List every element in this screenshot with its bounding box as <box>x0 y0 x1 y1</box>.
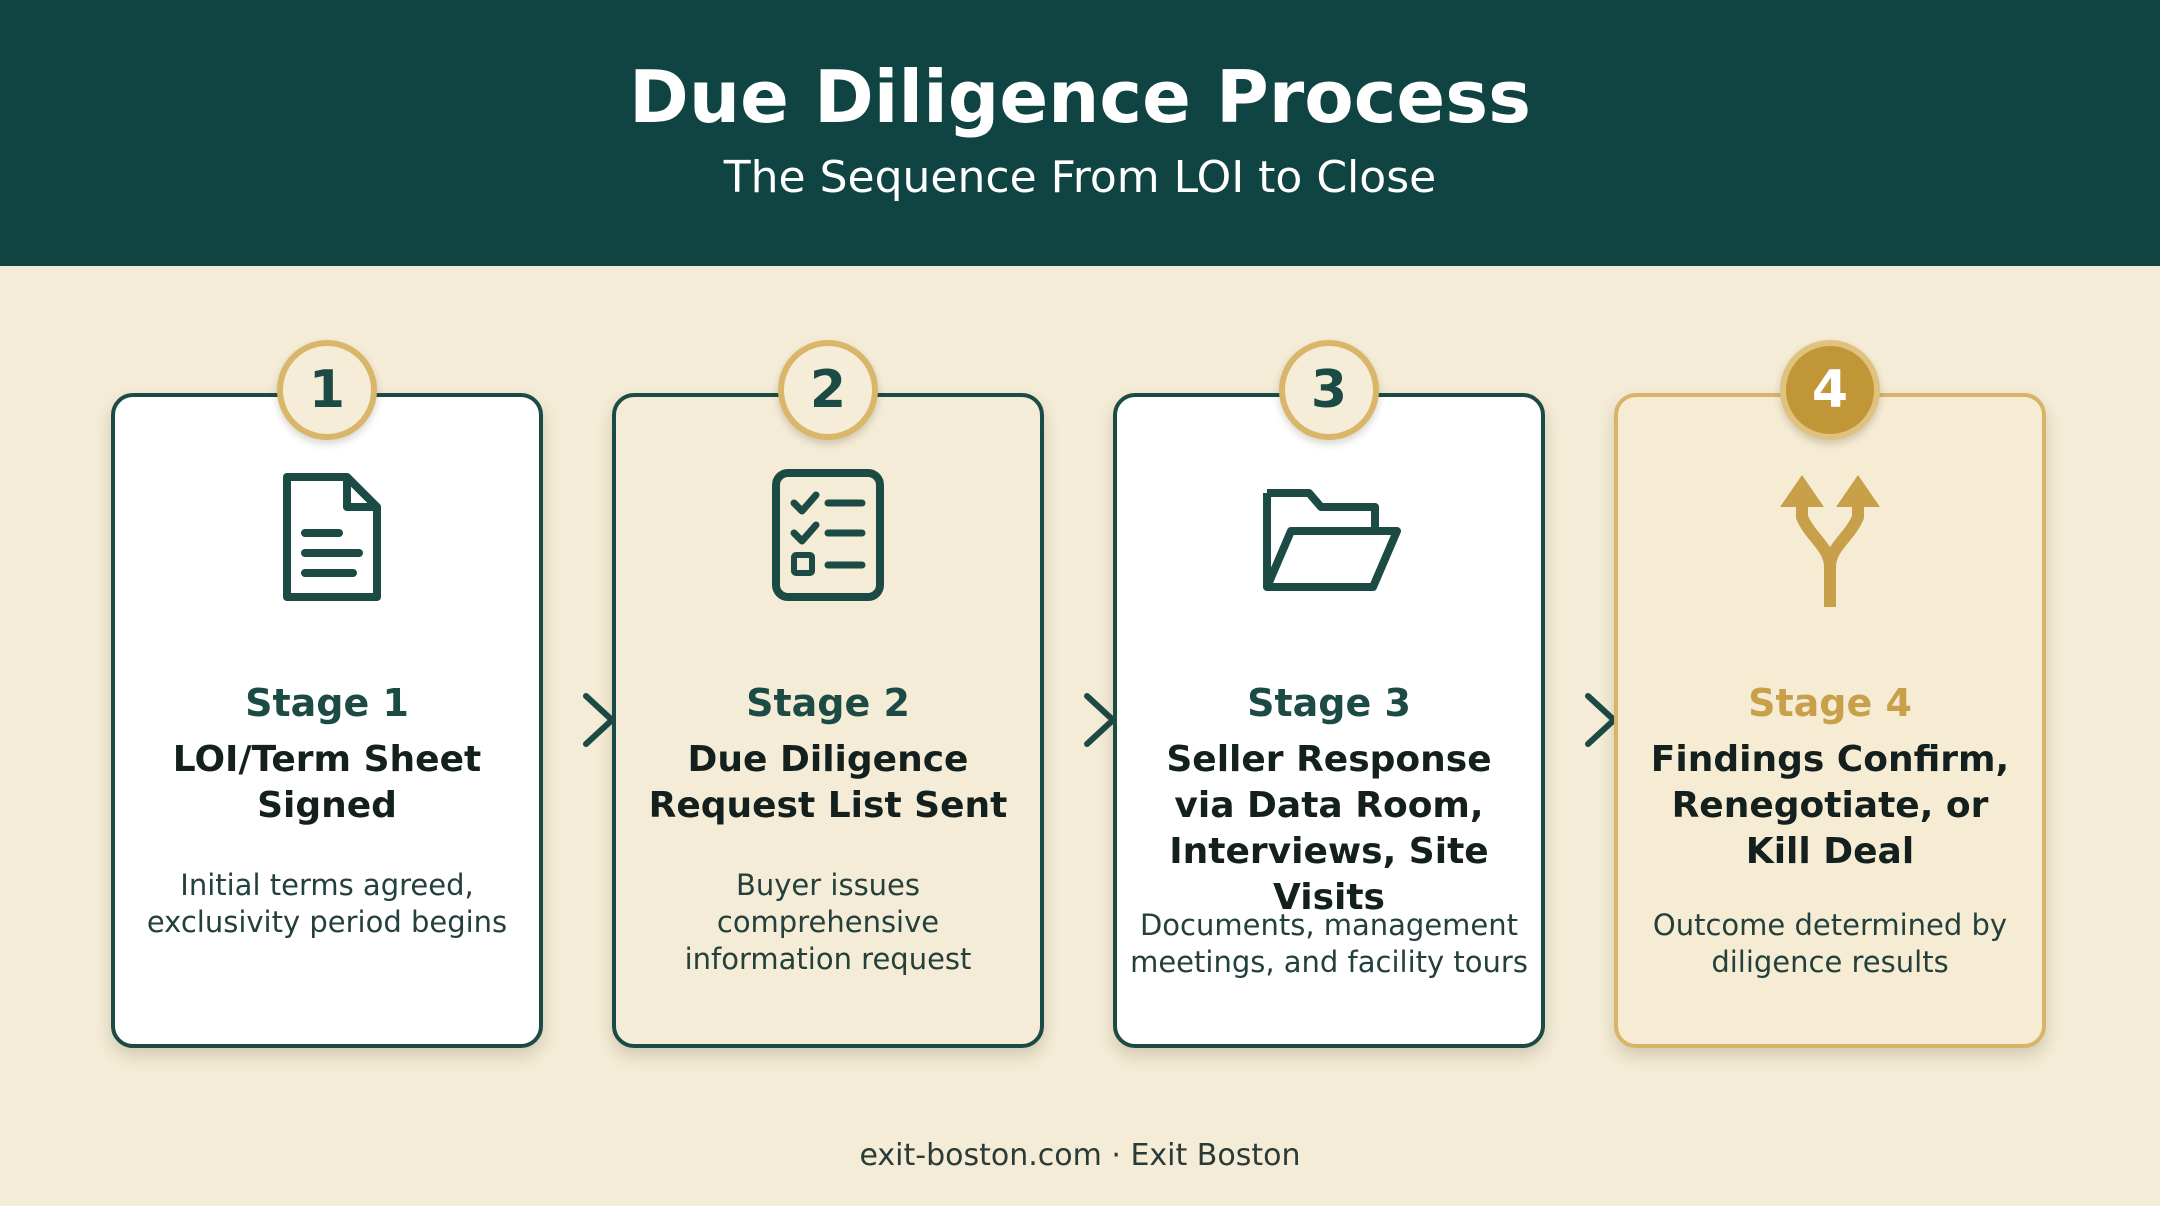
stage-card-4: Stage 4 Findings Confirm, Renegotiate, o… <box>1614 393 2046 1048</box>
stage-heading: Seller Response via Data Room, Interview… <box>1166 739 1492 918</box>
stage-heading: LOI/Term Sheet Signed <box>172 739 482 826</box>
document-icon <box>283 473 381 601</box>
stage-heading: Findings Confirm, Renegotiate, or Kill D… <box>1650 739 2010 872</box>
checklist-icon <box>772 469 884 601</box>
stage-label: Stage 4 <box>1748 681 1912 725</box>
right-arrow-icon <box>1494 693 1617 747</box>
fork-arrows-icon <box>1780 475 1880 607</box>
stage-card-1: Stage 1 LOI/Term Sheet Signed Initial te… <box>111 393 543 1048</box>
page-subtitle: The Sequence From LOI to Close <box>723 152 1437 203</box>
step-badge-2: 2 <box>778 340 878 440</box>
stage-label: Stage 3 <box>1247 681 1411 725</box>
step-badge-3: 3 <box>1279 340 1379 440</box>
folder-icon <box>1263 489 1401 591</box>
footer-credit: exit-boston.com · Exit Boston <box>859 1138 1301 1173</box>
right-arrow-icon <box>993 693 1116 747</box>
stage-label: Stage 1 <box>245 681 409 725</box>
stage-heading: Due Diligence Request List Sent <box>648 739 1008 826</box>
stage-card-2: Stage 2 Due Diligence Request List Sent … <box>612 393 1044 1048</box>
page-title: Due Diligence Process <box>629 55 1531 139</box>
step-badge-4: 4 <box>1780 340 1880 440</box>
stage-description: Documents, management meetings, and faci… <box>1130 908 1528 979</box>
stage-description: Outcome determined by diligence results <box>1652 908 2008 979</box>
stage-label: Stage 2 <box>746 681 910 725</box>
stage-description: Initial terms agreed, exclusivity period… <box>146 868 508 939</box>
stage-description: Buyer issues comprehensive information r… <box>684 868 972 976</box>
header-banner: Due Diligence Process The Sequence From … <box>0 0 2160 266</box>
stage-card-3: Stage 3 Seller Response via Data Room, I… <box>1113 393 1545 1048</box>
right-arrow-icon <box>492 693 615 747</box>
step-badge-1: 1 <box>277 340 377 440</box>
